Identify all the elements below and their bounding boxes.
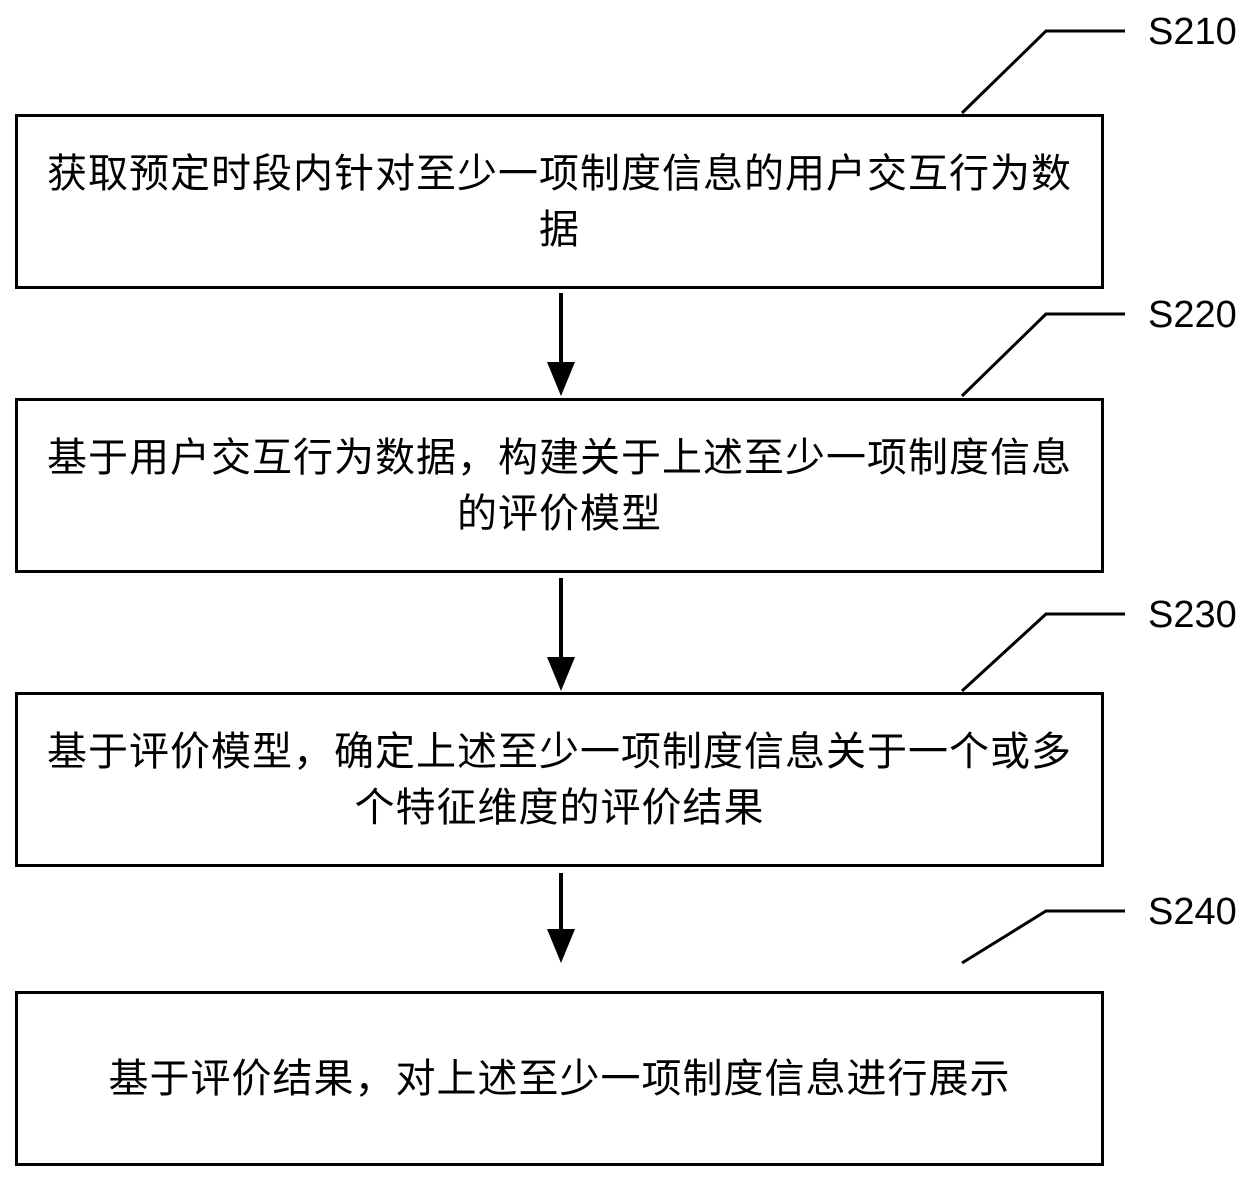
step-label-s240: S240 [1148, 891, 1237, 933]
step-text-s210: 获取预定时段内针对至少一项制度信息的用户交互行为数据 [47, 150, 1072, 253]
arrow-s230-to-s240 [547, 873, 575, 963]
step-label-s220: S220 [1148, 294, 1237, 336]
step-text-s220: 基于用户交互行为数据，构建关于上述至少一项制度信息的评价模型 [47, 434, 1072, 537]
step-box-s210: 获取预定时段内针对至少一项制度信息的用户交互行为数据 [15, 114, 1104, 289]
leader-line-s240 [961, 909, 1125, 965]
leader-line-s210 [960, 29, 1125, 115]
step-label-s230: S230 [1148, 594, 1237, 636]
leader-line-s220 [960, 312, 1125, 398]
step-box-s220: 基于用户交互行为数据，构建关于上述至少一项制度信息的评价模型 [15, 398, 1104, 573]
step-text-s240: 基于评价结果，对上述至少一项制度信息进行展示 [108, 1055, 1011, 1102]
step-text-s230: 基于评价模型，确定上述至少一项制度信息关于一个或多个特征维度的评价结果 [47, 728, 1072, 831]
leader-line-s230 [960, 612, 1125, 693]
step-box-s230: 基于评价模型，确定上述至少一项制度信息关于一个或多个特征维度的评价结果 [15, 692, 1104, 867]
arrow-s220-to-s230 [547, 578, 575, 691]
step-label-s210: S210 [1148, 11, 1237, 53]
arrow-s210-to-s220 [547, 293, 575, 396]
step-box-s240: 基于评价结果，对上述至少一项制度信息进行展示 [15, 991, 1104, 1166]
